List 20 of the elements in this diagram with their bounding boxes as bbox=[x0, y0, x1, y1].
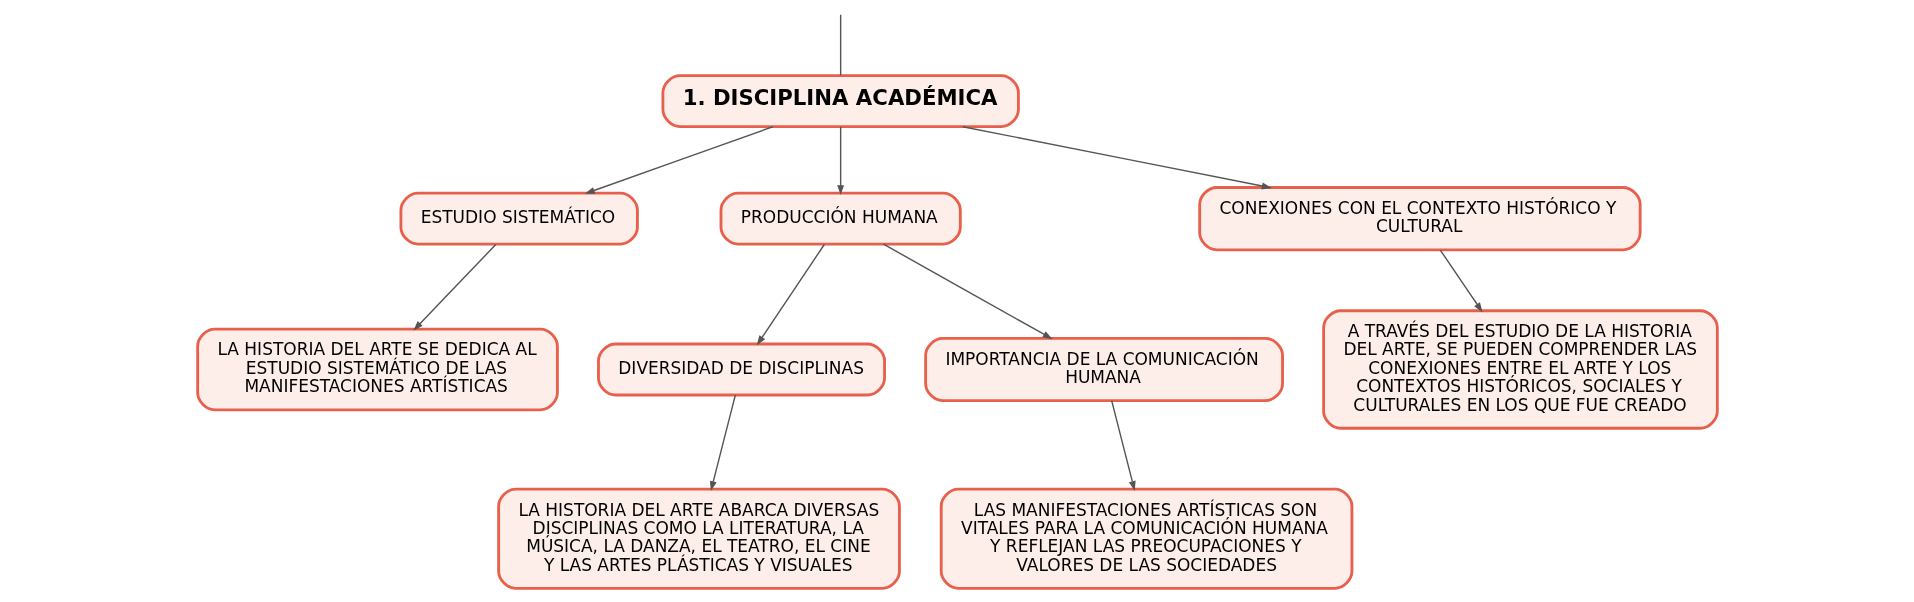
node-box: IMPORTANCIA DE LA COMUNICACIÓN HUMANA bbox=[923, 336, 1284, 403]
connector bbox=[839, 14, 841, 77]
arrow bbox=[584, 126, 774, 194]
node-box: ESTUDIO SISTEMÁTICO bbox=[399, 191, 639, 246]
arrow bbox=[1439, 249, 1483, 313]
node-box: A TRAVÉS DEL ESTUDIO DE LA HISTORIA DEL ARTE, SE PUEDEN COMPRENDER LAS CONEXIONES ENTRE EL ARTE Y LOS CONTEXTOS HISTÓRICOS, SOCIALES Y CULTURALES EN LOS QUE FUE CREADO bbox=[1321, 309, 1719, 430]
arrow bbox=[836, 126, 844, 196]
node-box: CONEXIONES CON EL CONTEXTO HISTÓRICO Y CULTURAL bbox=[1197, 186, 1642, 252]
arrow bbox=[1110, 399, 1136, 491]
arrow bbox=[961, 126, 1272, 190]
arrow bbox=[756, 243, 825, 346]
arrow bbox=[412, 243, 496, 331]
node-box: LA HISTORIA DEL ARTE SE DEDICA AL ESTUDIO SISTEMÁTICO DE LAS MANIFESTACIONES ARTÍSTICAS bbox=[195, 327, 559, 412]
node-box: PRODUCCIÓN HUMANA bbox=[719, 191, 962, 246]
arrow bbox=[882, 243, 1053, 340]
node-box: DIVERSIDAD DE DISCIPLINAS bbox=[596, 342, 886, 397]
node-box: LA HISTORIA DEL ARTE ABARCA DIVERSAS DISCIPLINAS COMO LA LITERATURA, LA MÚSICA, LA DANZA, EL TEATRO, EL CINE Y LAS ARTES PLÁSTICAS Y VISUALES bbox=[496, 487, 901, 590]
node-box: LAS MANIFESTACIONES ARTÍSTICAS SON VITALES PARA LA COMUNICACIÓN HUMANA Y REFLEJAN LAS PREOCUPACIONES Y VALORES DE LAS SOCIEDADES bbox=[939, 487, 1353, 590]
node-box: 1. DISCIPLINA ACADÉMICA bbox=[661, 74, 1020, 128]
arrow bbox=[709, 394, 736, 492]
